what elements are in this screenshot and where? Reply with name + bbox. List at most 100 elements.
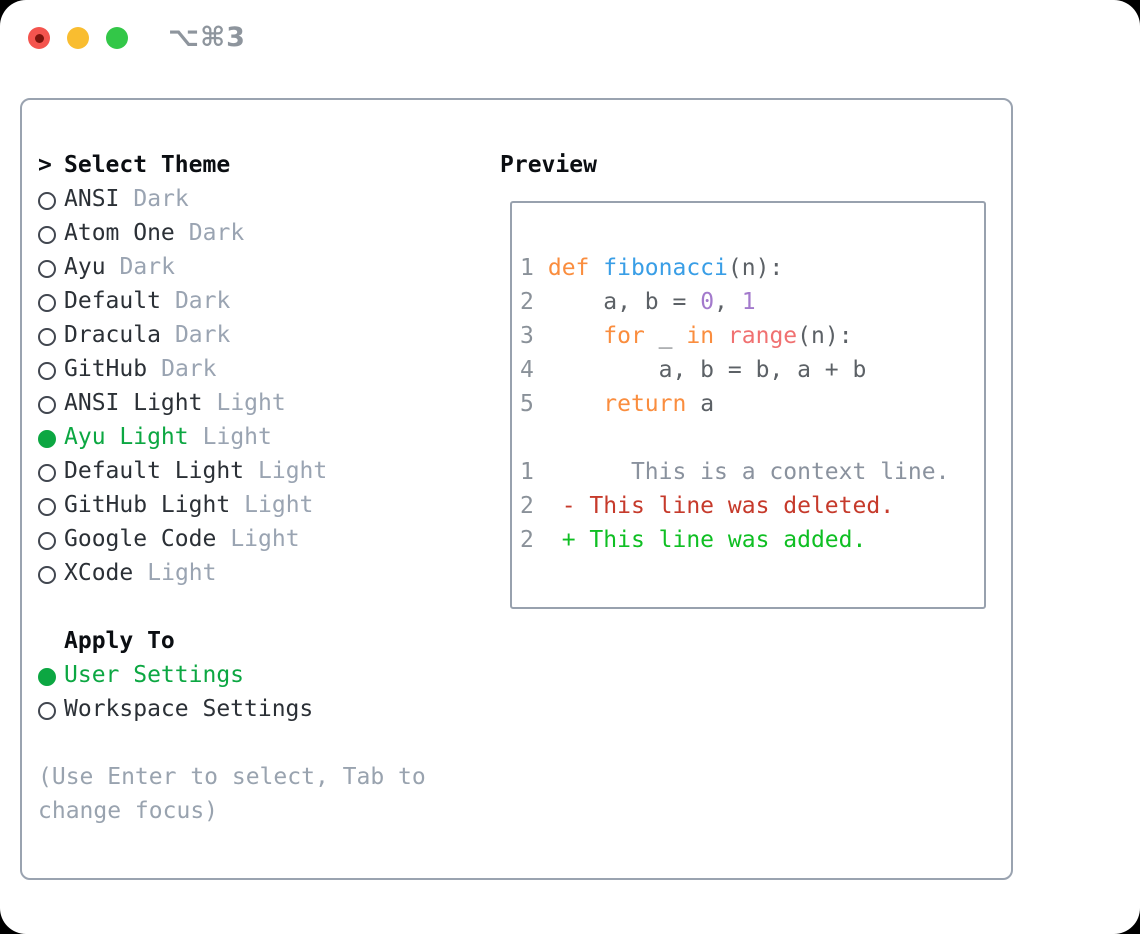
select-theme-header: Select Theme [64,152,231,178]
line-number: 5 [520,391,534,417]
theme-option-ansi[interactable]: ANSI Dark [38,182,466,216]
radio-icon [38,352,64,386]
theme-variant-label: Dark [174,322,231,348]
theme-variant-label: Light [258,458,328,484]
token-fg: (n): [797,323,853,349]
theme-variant-label: Light [230,526,300,552]
selected-radio-icon [38,420,64,454]
token-keyword: def [547,255,604,281]
line-number: 1 [520,255,534,281]
titlebar [28,27,128,49]
apply-to-header: Apply To [64,628,175,654]
theme-name: GitHub [64,356,148,382]
radio-icon [38,250,64,284]
line-number: 3 [520,323,534,349]
radio-icon [38,284,64,318]
line-number: 2 [520,527,534,553]
theme-variant-label: Dark [119,254,175,280]
theme-option-ayu-light[interactable]: Ayu Light Light [38,420,466,454]
line-number: 4 [520,357,534,383]
theme-option-ansi-light[interactable]: ANSI Light Light [38,386,466,420]
code-line: 3 for _ in range(n): [520,319,984,353]
apply-option-workspace-settings[interactable]: Workspace Settings [38,692,466,726]
theme-variant-label: Light [202,424,272,450]
line-number: 2 [520,493,534,519]
radio-icon [38,182,64,216]
token-fg [548,323,603,349]
token-fg: a, b = b, a + b [547,357,867,383]
radio-icon [38,522,64,556]
theme-name: Google Code [64,526,217,552]
token-keyword: return [603,391,687,417]
radio-icon [38,318,64,352]
token-keyword: for [603,323,645,349]
code-line: 2 a, b = 0, 1 [520,285,984,319]
token-fg: (n): [727,255,784,281]
theme-option-default-light[interactable]: Default Light Light [38,454,466,488]
token-added: + This line was added. [547,527,867,553]
window-title-shortcut: ⌥⌘3 [168,22,246,53]
theme-option-xcode[interactable]: XCode Light [38,556,466,590]
theme-name: Ayu Light [64,424,189,450]
selected-radio-icon [38,658,64,692]
preview-header: Preview [500,152,597,178]
diff-block: 1 This is a context line. 2 - This line w… [520,455,984,557]
theme-variant-label: Light [244,492,314,518]
apply-header-spacer [38,624,64,658]
cursor-icon: > [38,152,52,178]
theme-name: ANSI [64,186,120,212]
line-number: 1 [520,459,534,485]
radio-icon [38,692,64,726]
token-fg: a, b = [547,289,701,315]
token-keyword: in [686,323,715,349]
token-fg: _ [644,323,687,349]
token-fg [548,391,603,417]
code-line: 5 return a [520,387,984,421]
theme-variant-label: Light [216,390,286,416]
code-line: 1 def fibonacci(n): [520,251,984,285]
radio-icon [38,216,64,250]
theme-name: ANSI Light [64,390,203,416]
radio-icon [38,386,64,420]
radio-icon [38,454,64,488]
token-deleted: - This line was deleted. [547,493,895,519]
minimize-button[interactable] [67,27,89,49]
token-constant: 1 [741,289,756,315]
theme-name: Atom One [64,220,175,246]
theme-variant-label: Dark [133,186,189,212]
token-context: This is a context line. [547,459,950,485]
token-entity: fibonacci [603,255,728,281]
token-fg: a [686,391,715,417]
token-fg [714,323,728,349]
apply-option-user-settings[interactable]: User Settings [38,658,466,692]
theme-name: GitHub Light [64,492,231,518]
zoom-button[interactable] [106,27,128,49]
theme-option-google-code[interactable]: Google Code Light [38,522,466,556]
theme-variant-label: Light [147,560,217,586]
apply-name: User Settings [64,662,245,688]
apply-name: Workspace Settings [64,696,314,722]
radio-icon [38,556,64,590]
theme-name: Default Light [64,458,245,484]
diff-line: 2 - This line was deleted. [520,489,984,523]
radio-icon [38,488,64,522]
theme-option-github-light[interactable]: GitHub Light Light [38,488,466,522]
code-line: 4 a, b = b, a + b [520,353,984,387]
theme-variant-label: Dark [161,356,217,382]
theme-name: XCode [64,560,134,586]
token-constant: 0 [700,289,715,315]
theme-option-github[interactable]: GitHub Dark [38,352,466,386]
close-button[interactable] [28,27,50,49]
token-builtin: range [727,323,798,349]
select-theme-header-row: > Select Theme [38,148,466,182]
